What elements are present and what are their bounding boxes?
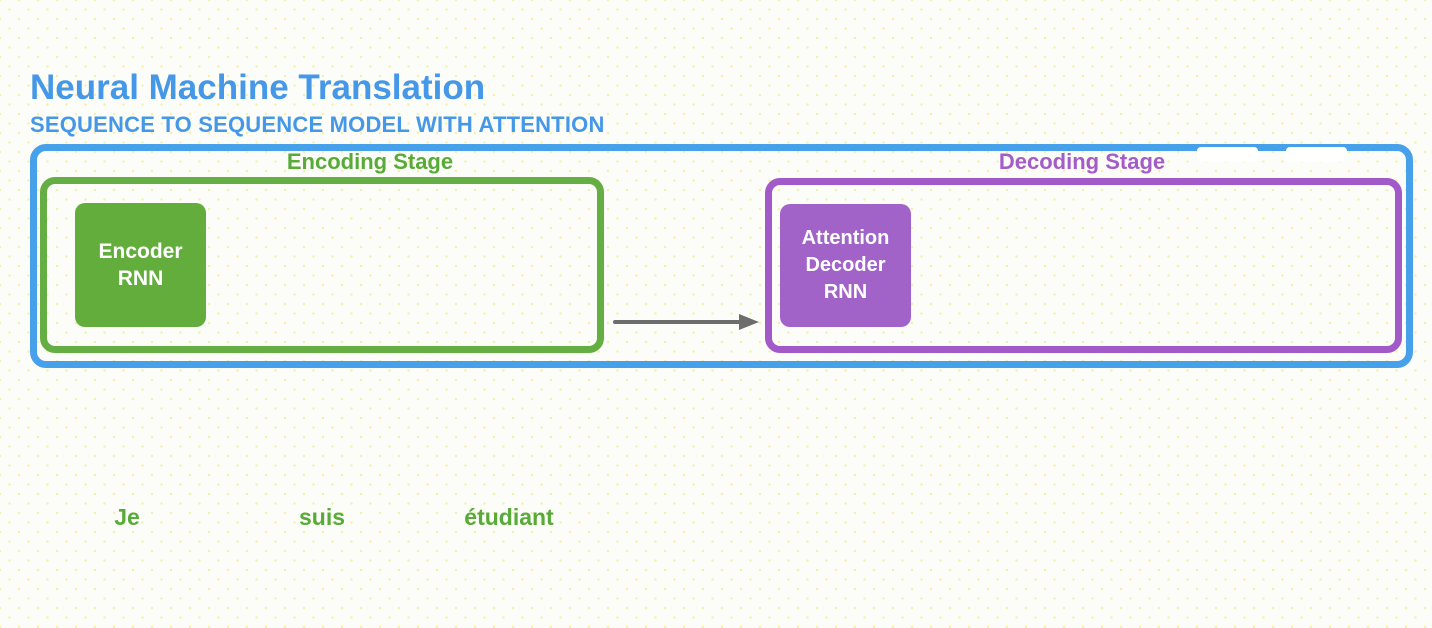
decoder-rnn-label-line2: Decoder bbox=[805, 254, 886, 276]
encoder-to-decoder-arrow bbox=[613, 314, 759, 330]
encoder-rnn-label-line1: Encoder bbox=[98, 240, 183, 263]
white-frame-artifact-2 bbox=[1286, 147, 1347, 162]
input-token: Je bbox=[114, 504, 140, 530]
decoder-rnn-label-line1: Attention bbox=[801, 227, 890, 249]
page-title: Neural Machine Translation bbox=[30, 68, 486, 107]
model-outer-frame bbox=[30, 144, 1413, 368]
input-token: suis bbox=[298, 504, 346, 530]
input-token: étudiant bbox=[464, 504, 554, 530]
encoder-rnn-label-line2: RNN bbox=[117, 267, 164, 290]
encoder-rnn-block: Encoder RNN bbox=[75, 203, 206, 327]
encoding-stage-label: Encoding Stage bbox=[286, 149, 454, 174]
decoding-stage-label: Decoding Stage bbox=[998, 149, 1166, 174]
encoding-stage-frame bbox=[40, 177, 604, 353]
decoder-rnn-label-line3: RNN bbox=[823, 281, 868, 303]
white-frame-artifact-1 bbox=[1197, 147, 1258, 162]
arrow-shaft bbox=[613, 320, 741, 324]
arrow-head-icon bbox=[739, 314, 759, 330]
page-subtitle: SEQUENCE TO SEQUENCE MODEL WITH ATTENTIO… bbox=[30, 112, 605, 137]
attention-decoder-rnn-block: Attention Decoder RNN bbox=[780, 204, 911, 327]
decoding-stage-frame bbox=[765, 178, 1402, 353]
